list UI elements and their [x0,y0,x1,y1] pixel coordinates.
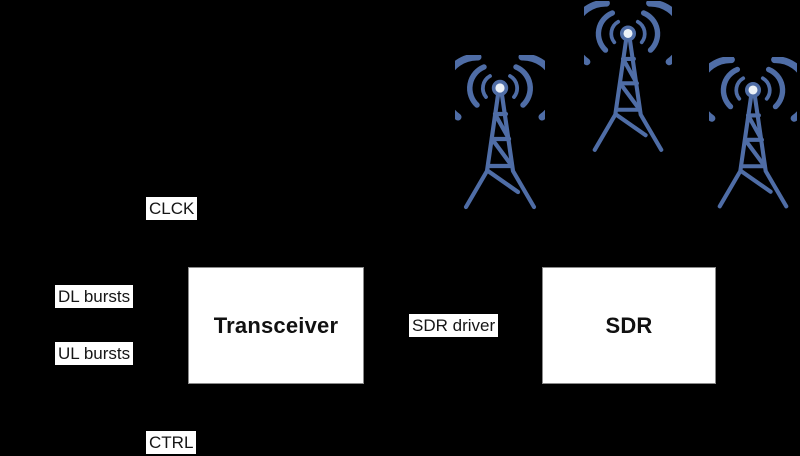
transceiver-label: Transceiver [213,312,339,338]
ul-bursts-label: UL bursts [55,342,134,365]
dl-bursts-label: DL bursts [55,285,134,308]
sdr-driver-label: SDR driver [409,314,499,337]
cell-tower-icon [709,57,797,210]
sdr-label: SDR [605,312,653,338]
clck-label: CLCK [146,197,198,220]
cell-tower-icon [455,55,545,210]
sdr-box: SDR [542,267,716,384]
ctrl-label: CTRL [146,431,197,454]
cell-tower-icon [584,1,672,153]
transceiver-box: Transceiver [188,267,364,384]
